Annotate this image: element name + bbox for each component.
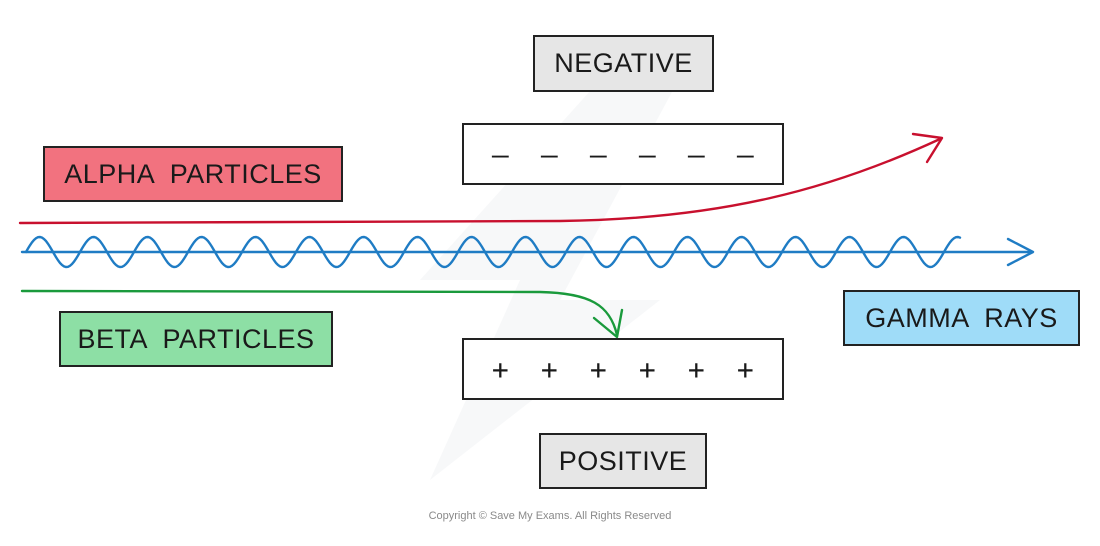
plus-sign: + (736, 352, 755, 386)
copyright-notice: Copyright © Save My Exams. All Rights Re… (428, 510, 672, 522)
negative-plate: – – – – – – (462, 123, 784, 185)
minus-sign: – (589, 137, 608, 171)
positive-plate: + + + + + + (462, 338, 784, 400)
minus-sign: – (687, 137, 706, 171)
gamma-arrowhead (1006, 237, 1035, 267)
beta-arrowhead (592, 308, 624, 339)
beta-particles-label: BETA PARTICLES (59, 311, 333, 367)
negative-label: NEGATIVE (533, 35, 714, 92)
plus-sign: + (540, 352, 559, 386)
minus-sign: – (638, 137, 657, 171)
minus-sign: – (736, 137, 755, 171)
alpha-particles-label: ALPHA PARTICLES (43, 146, 343, 202)
alpha-path (18, 137, 942, 225)
minus-sign: – (491, 137, 510, 171)
positive-label: POSITIVE (539, 433, 707, 489)
minus-sign: – (540, 137, 559, 171)
plus-sign: + (638, 352, 657, 386)
alpha-arrowhead (911, 132, 944, 164)
gamma-rays-label: GAMMA RAYS (843, 290, 1080, 346)
plus-sign: + (589, 352, 608, 386)
gamma-wave (24, 235, 962, 269)
plus-sign: + (687, 352, 706, 386)
plus-sign: + (491, 352, 510, 386)
beta-path (20, 289, 619, 337)
